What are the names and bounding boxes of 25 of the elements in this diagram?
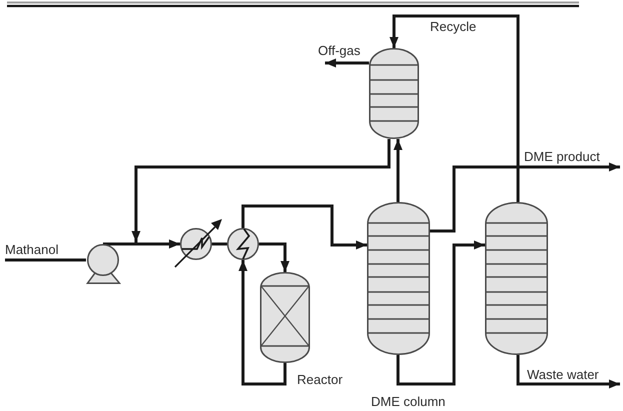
flow-arrow (516, 355, 620, 388)
flow-arrow (238, 260, 286, 386)
edge-label: DME product (524, 150, 600, 163)
edge-label: Mathanol (5, 243, 58, 256)
flow-arrow (259, 242, 290, 272)
flow-arrow (325, 58, 369, 68)
heat-exchanger-symbol (180, 228, 212, 260)
tray-column (367, 202, 430, 355)
equipment-label: DME column (371, 395, 446, 408)
flow-line (5, 258, 86, 262)
flow-arrow (430, 162, 620, 232)
flow-arrow (396, 240, 485, 386)
equipment-label: Reactor (297, 373, 343, 386)
flow-line (212, 242, 227, 246)
edge-label: Recycle (430, 20, 476, 33)
flow-arrow (390, 14, 520, 202)
heat-exchanger-symbol (227, 228, 259, 260)
tray-column (485, 202, 548, 355)
flow-arrow (394, 139, 402, 202)
tray-column (369, 48, 419, 139)
reactor-vessel (260, 272, 310, 363)
pump-symbol (86, 244, 121, 284)
edge-label: Waste water (527, 368, 599, 381)
flow-arrow (242, 204, 367, 250)
edge-label: Off-gas (318, 44, 360, 57)
